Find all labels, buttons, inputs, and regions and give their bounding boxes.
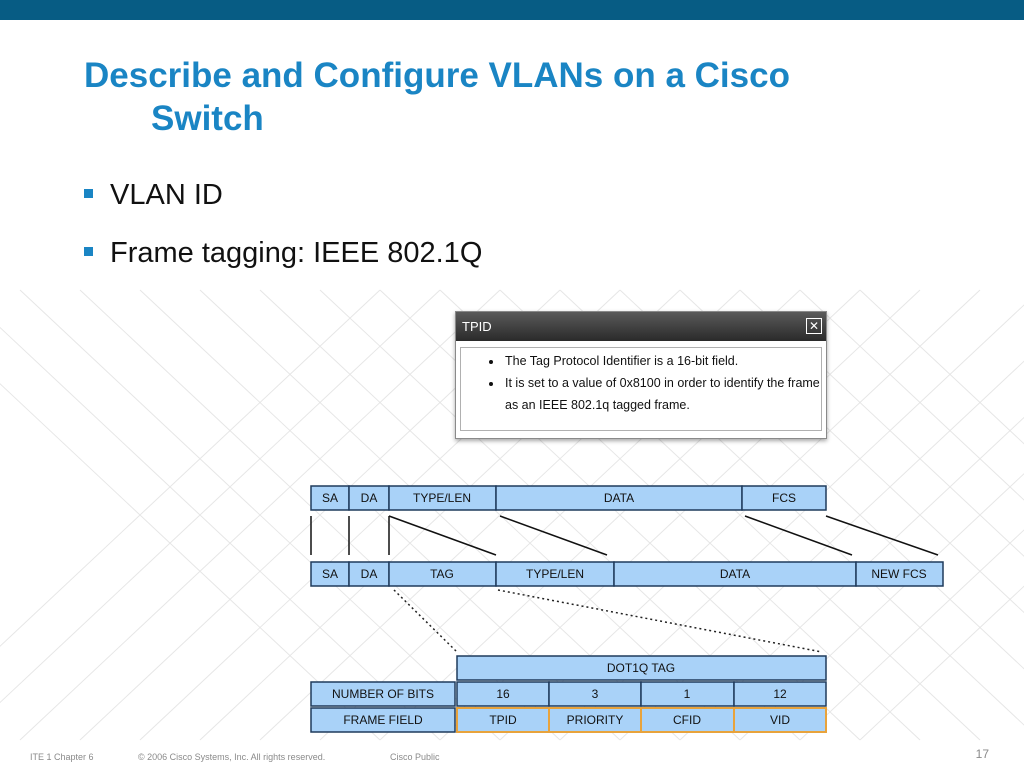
bullet-text: VLAN ID <box>110 179 223 211</box>
field-type-len <box>495 561 615 587</box>
field-sa <box>310 485 350 511</box>
field-data <box>613 561 857 587</box>
field-fcs <box>741 485 827 511</box>
grid-line <box>859 585 1024 741</box>
grid-line <box>0 289 441 704</box>
dot1q-header: DOT1Q TAG <box>607 661 675 675</box>
popup-header: TPID ✕ <box>456 312 826 341</box>
field-label: DATA <box>720 567 750 581</box>
footer-copyright: © 2006 Cisco Systems, Inc. All rights re… <box>138 752 326 762</box>
field-type-len <box>388 485 497 511</box>
row-label-cell <box>310 681 456 707</box>
field-label: SA <box>322 491 338 505</box>
grid-line <box>19 289 501 741</box>
bullet-square-icon <box>84 247 93 256</box>
field-new-fcs <box>855 561 944 587</box>
field-da <box>348 561 390 587</box>
dot1q-table: DOT1Q TAG NUMBER OF BITS 16 3 1 12 FRAME… <box>310 655 827 733</box>
footer-classification: Cisco Public <box>390 752 440 762</box>
page-number: 17 <box>975 747 989 761</box>
bits-cell <box>733 681 827 707</box>
dot1q-header-cell <box>456 655 827 681</box>
field-label: NEW FCS <box>871 567 926 581</box>
grid-line <box>859 289 1024 445</box>
footer-course: ITE 1 Chapter 6 <box>30 752 94 762</box>
tag-expansion-lines <box>393 589 823 653</box>
bullet-list: VLAN ID Frame tagging: IEEE 802.1Q <box>84 176 482 292</box>
field-value: CFID <box>673 713 701 727</box>
connector <box>825 515 939 556</box>
title-line-1: Describe and Configure VLANs on a Cisco <box>84 56 790 95</box>
field-label: TYPE/LEN <box>413 491 471 505</box>
field-label: FCS <box>772 491 796 505</box>
bits-value: 12 <box>773 687 787 701</box>
top-bar <box>0 0 1024 20</box>
field-label: DA <box>361 491 378 505</box>
connector <box>388 515 497 556</box>
popup-line: The Tag Protocol Identifier is a 16-bit … <box>503 350 821 372</box>
bits-value: 1 <box>684 687 691 701</box>
connector <box>499 515 608 556</box>
original-frame: SA DA TYPE/LEN DATA FCS <box>310 485 827 511</box>
popup-line: It is set to a value of 0x8100 in order … <box>503 372 821 416</box>
dotted-connector <box>497 589 823 653</box>
field-da <box>348 485 390 511</box>
row-label-field: FRAME FIELD <box>343 713 423 727</box>
grid-line <box>0 326 441 741</box>
grid-line <box>799 289 1024 501</box>
bits-value: 3 <box>592 687 599 701</box>
row-label-bits: NUMBER OF BITS <box>332 687 434 701</box>
bullet-square-icon <box>84 189 93 198</box>
field-value: VID <box>770 713 790 727</box>
bullet-item: Frame tagging: IEEE 802.1Q <box>84 234 482 292</box>
grid-line <box>799 529 1024 741</box>
grid-line <box>0 383 381 741</box>
connector <box>744 515 853 556</box>
popup-body: The Tag Protocol Identifier is a 16-bit … <box>460 347 822 431</box>
field-label: SA <box>322 567 338 581</box>
bullet-item: VLAN ID <box>84 176 482 234</box>
bits-cell <box>548 681 642 707</box>
mapping-lines <box>310 515 939 556</box>
field-cell-tpid <box>456 707 550 733</box>
close-icon[interactable]: ✕ <box>806 318 822 334</box>
field-label: TAG <box>430 567 454 581</box>
field-tag <box>388 561 497 587</box>
field-label: TYPE/LEN <box>526 567 584 581</box>
field-value: PRIORITY <box>567 713 624 727</box>
field-label: DA <box>361 567 378 581</box>
field-cell-priority <box>548 707 642 733</box>
slide-title: Describe and Configure VLANs on a Cisco … <box>84 54 984 140</box>
title-line-2: Switch <box>151 99 264 138</box>
tpid-popup: TPID ✕ The Tag Protocol Identifier is a … <box>455 311 827 439</box>
field-cell-vid <box>733 707 827 733</box>
field-value: TPID <box>489 713 517 727</box>
field-label: DATA <box>604 491 634 505</box>
row-label-cell <box>310 707 456 733</box>
popup-title: TPID <box>462 319 492 334</box>
bits-value: 16 <box>496 687 510 701</box>
bits-cell <box>456 681 550 707</box>
grid-line <box>0 289 381 647</box>
tagged-frame: SA DA TAG TYPE/LEN DATA NEW FCS <box>310 561 944 587</box>
bullet-text: Frame tagging: IEEE 802.1Q <box>110 237 483 269</box>
